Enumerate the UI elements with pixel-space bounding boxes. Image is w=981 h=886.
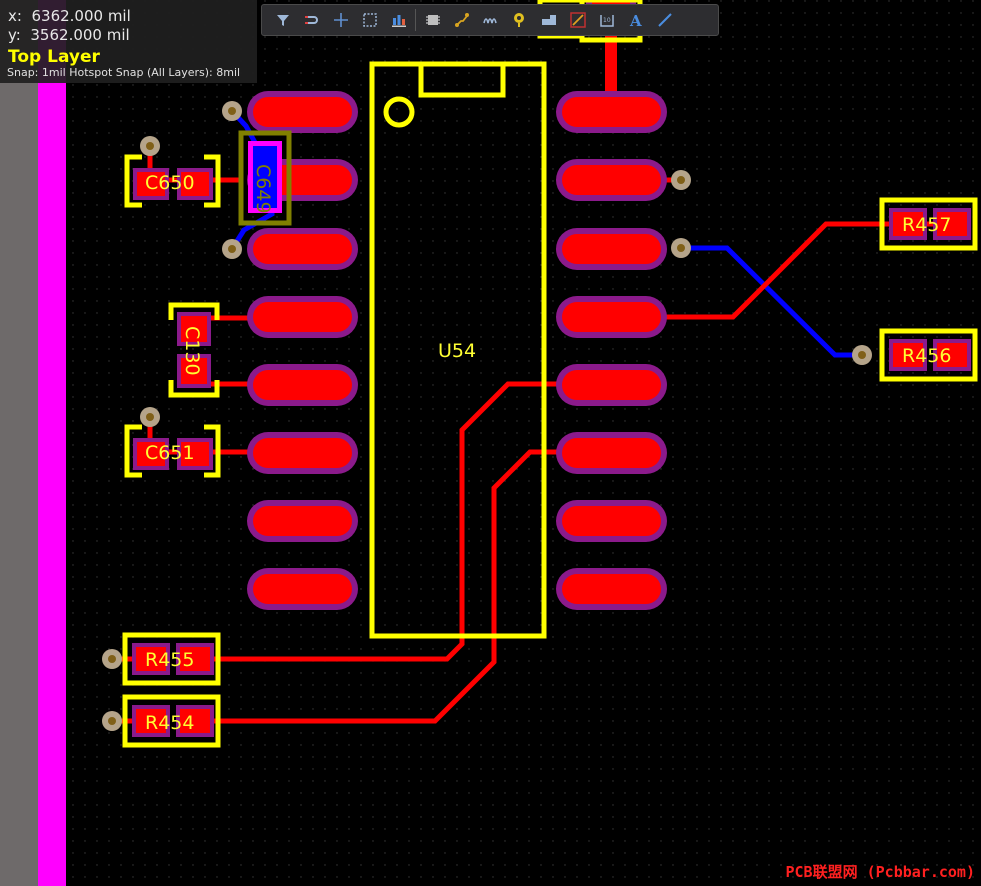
c649-footprint[interactable]: C649: [238, 130, 292, 226]
route-icon[interactable]: [297, 6, 326, 34]
align-icon[interactable]: [384, 6, 413, 34]
u54-pad-4-copper: [253, 302, 352, 332]
u54-pad-14-copper: [562, 234, 661, 264]
c651-footprint[interactable]: C651: [124, 424, 221, 478]
x-coordinate: x: 6362.000 mil: [8, 7, 131, 25]
u54-pad-11-copper: [562, 438, 661, 468]
via[interactable]: [102, 649, 122, 669]
via[interactable]: [102, 711, 122, 731]
crosshair-icon[interactable]: [326, 6, 355, 34]
bottom-trace-r456[interactable]: [681, 245, 862, 358]
r457-footprint[interactable]: R457: [879, 197, 978, 251]
polygon-icon[interactable]: [563, 6, 592, 34]
u54-pad-16-copper: [562, 97, 661, 127]
fill-icon[interactable]: [534, 6, 563, 34]
u54-pad-8-copper: [253, 574, 352, 604]
interactive-route-icon[interactable]: [447, 6, 476, 34]
r456-designator: R456: [902, 345, 951, 367]
via[interactable]: [222, 101, 242, 121]
via[interactable]: [671, 238, 691, 258]
c130-designator: C130: [181, 326, 203, 376]
u54-pad-6-copper: [253, 438, 352, 468]
via[interactable]: [140, 136, 160, 156]
via[interactable]: [222, 239, 242, 259]
r454-footprint[interactable]: R454: [122, 694, 221, 748]
diff-pair-icon[interactable]: [476, 6, 505, 34]
filter-icon[interactable]: [268, 6, 297, 34]
u54-designator: U54: [438, 340, 476, 362]
c651-designator: C651: [145, 442, 195, 464]
top-trace-r455[interactable]: [200, 381, 611, 662]
r455-footprint[interactable]: R455: [122, 632, 221, 686]
u54-pads-left: [247, 91, 358, 610]
via[interactable]: [852, 345, 872, 365]
u54-pad-10-copper: [562, 506, 661, 536]
toolbar-separator: [415, 9, 416, 31]
r457-designator: R457: [902, 214, 951, 236]
outside-board-area: [0, 0, 38, 886]
heads-up-display: x: 6362.000 mil y: 3562.000 mil Top Laye…: [0, 0, 257, 83]
c650-designator: C650: [145, 172, 195, 194]
c650-footprint[interactable]: C650: [124, 154, 221, 208]
text-icon[interactable]: A: [621, 6, 650, 34]
svg-text:A: A: [629, 12, 642, 29]
u54-pad-5-copper: [253, 370, 352, 400]
r455-designator: R455: [145, 649, 194, 671]
select-rect-icon[interactable]: [355, 6, 384, 34]
u54-pad-3-copper: [253, 234, 352, 264]
via-icon[interactable]: [505, 6, 534, 34]
watermark: PCB联盟网 (Pcbbar.com): [785, 863, 976, 881]
active-layer: Top Layer: [8, 47, 100, 67]
svg-text:10: 10: [603, 17, 611, 24]
u54-pad-12-copper: [562, 370, 661, 400]
board-edge: [38, 0, 66, 886]
u54-pad-7-copper: [253, 506, 352, 536]
r454-designator: R454: [145, 712, 194, 734]
vias: [102, 101, 872, 731]
c130-footprint[interactable]: C130: [168, 302, 220, 398]
via[interactable]: [671, 170, 691, 190]
line-icon[interactable]: [650, 6, 679, 34]
u54-pads-right: [556, 91, 667, 610]
dimension-icon[interactable]: 10: [592, 6, 621, 34]
u54-notch: [418, 61, 506, 98]
u54-pad-9-copper: [562, 574, 661, 604]
u54-pad-1-copper: [253, 97, 352, 127]
u54-pad-15-copper: [562, 165, 661, 195]
active-bar-toolbar: 10 A: [261, 4, 719, 36]
snap-info: Snap: 1mil Hotspot Snap (All Layers): 8m…: [7, 66, 241, 79]
y-coordinate: y: 3562.000 mil: [8, 26, 130, 44]
c649-designator: C649: [252, 164, 274, 214]
u54-pin1-marker: [383, 96, 415, 128]
r456-footprint[interactable]: R456: [879, 328, 978, 382]
via[interactable]: [140, 407, 160, 427]
u54-pad-13-copper: [562, 302, 661, 332]
component-icon[interactable]: [418, 6, 447, 34]
